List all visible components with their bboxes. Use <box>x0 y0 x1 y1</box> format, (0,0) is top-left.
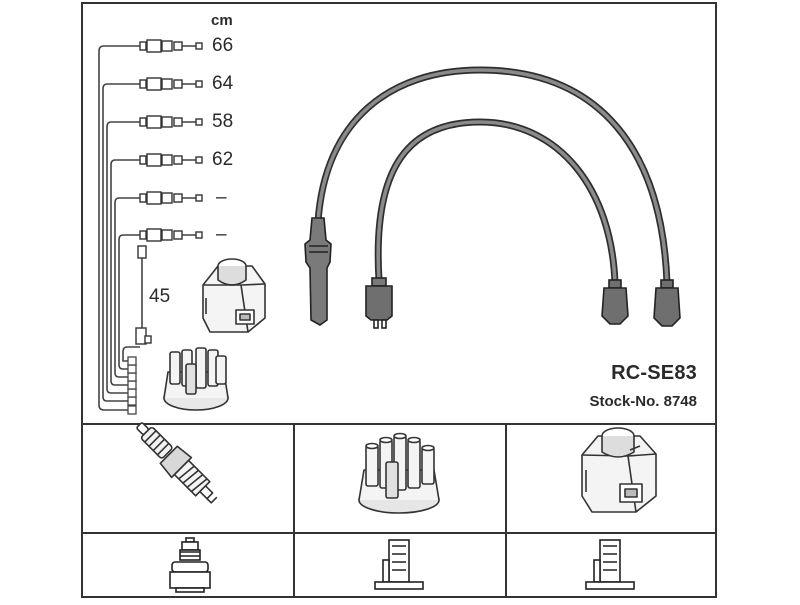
lead-2-length: 64 <box>212 73 234 94</box>
frame <box>81 2 717 598</box>
lead-connector-1 <box>139 39 203 53</box>
lead-connector-5 <box>139 191 203 205</box>
lead-connector-2 <box>139 77 203 91</box>
distributor-boots <box>601 279 681 327</box>
cable-short <box>374 118 619 288</box>
terminal-type-spark-plug-icon <box>169 537 211 593</box>
spark-plug-icon <box>136 422 218 504</box>
lead-1-length: 66 <box>212 35 234 56</box>
lead-5-length: – <box>216 187 227 208</box>
small-distributor-cap-icon <box>163 347 229 411</box>
boot-long-cable <box>653 279 681 327</box>
cable-short-core <box>376 120 617 286</box>
main-cables <box>314 66 671 288</box>
lead-connectors <box>135 39 203 345</box>
lead-connector-6 <box>139 228 203 242</box>
coil-lead-length: 45 <box>149 286 171 307</box>
terminal-type-distributor-icon <box>374 539 424 590</box>
lead-routing-lines <box>98 45 143 411</box>
model-number: RC-SE83 <box>611 362 697 384</box>
lead-4-length: 62 <box>212 149 234 170</box>
length-unit-label: cm <box>211 12 233 29</box>
terminal-type-coil-icon <box>585 539 635 590</box>
coil-lead-connector <box>135 245 152 345</box>
ignition-coil-icon <box>581 427 657 513</box>
coil-connector <box>365 277 393 329</box>
routing-terminals <box>127 356 137 415</box>
stock-number: Stock-No. 8748 <box>589 393 697 410</box>
boot-short-cable <box>601 279 629 325</box>
lead-3-length: 58 <box>212 111 234 132</box>
lead-connector-3 <box>139 115 203 129</box>
spark-plug-boot <box>304 217 332 326</box>
distributor-cap-icon <box>358 432 440 514</box>
cable-long-core <box>316 68 669 285</box>
lead-connector-4 <box>139 153 203 167</box>
small-ignition-coil-icon <box>202 258 266 333</box>
lead-6-length: – <box>216 224 227 245</box>
